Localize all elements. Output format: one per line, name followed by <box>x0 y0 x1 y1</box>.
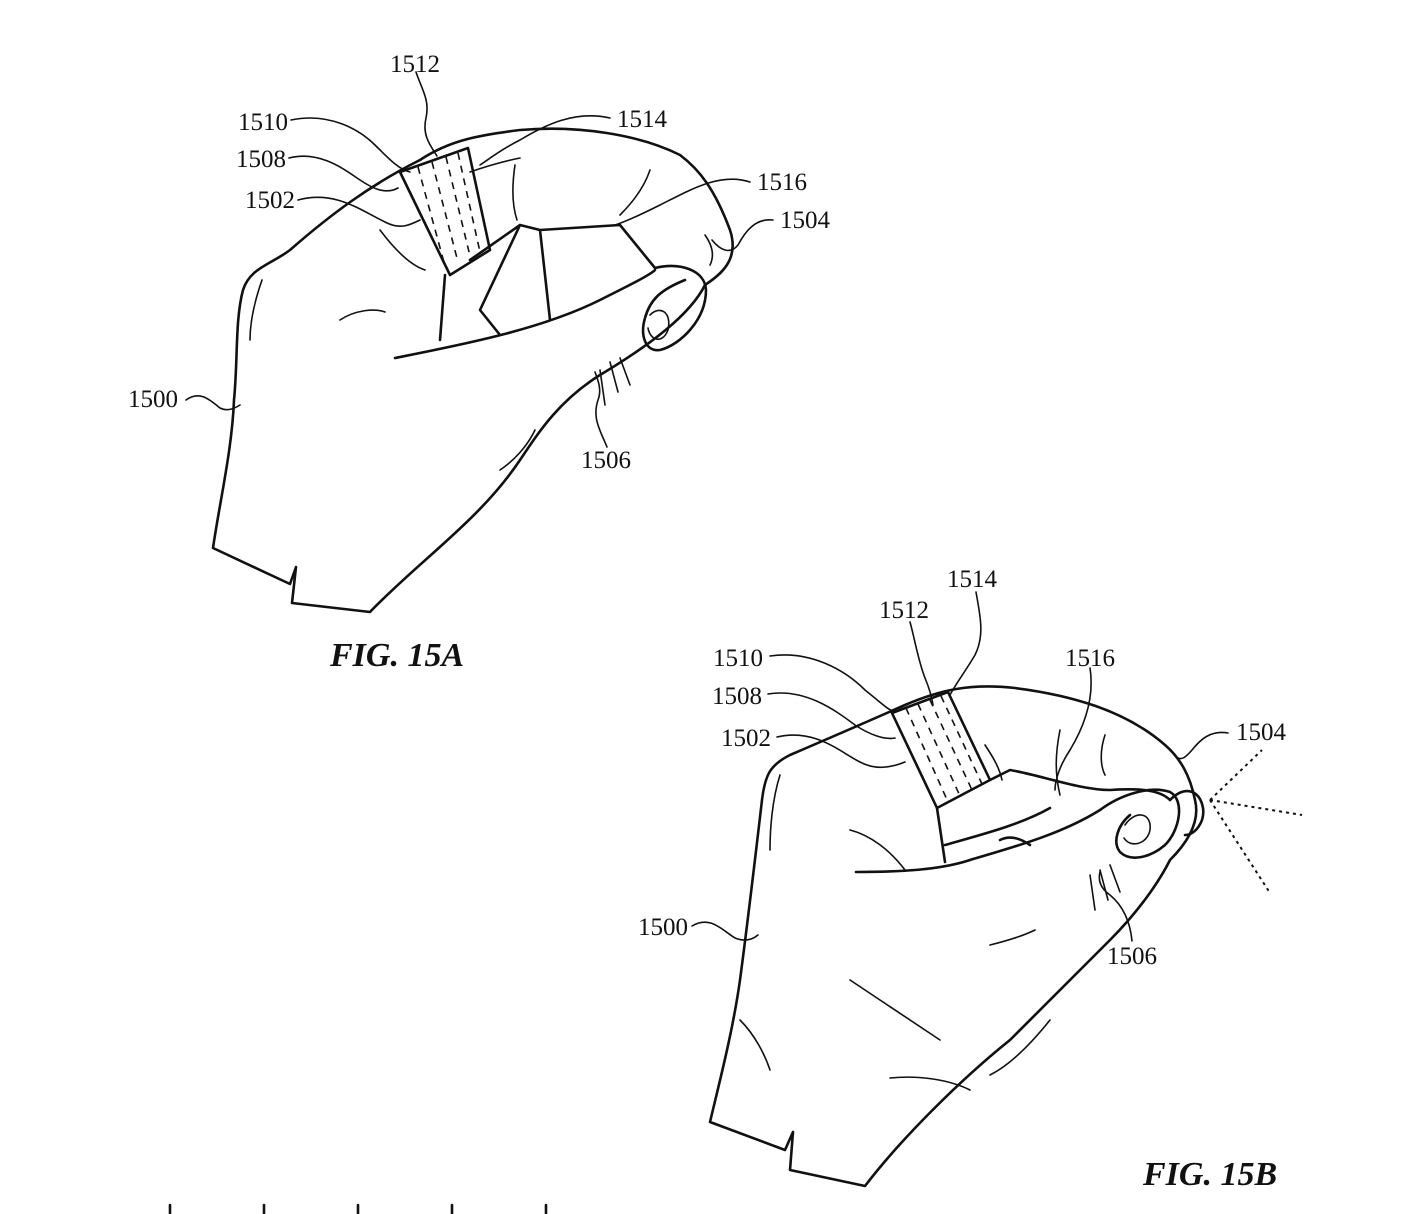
figure-15a: 1512 1510 1508 1502 1514 1516 1504 1500 … <box>128 51 831 674</box>
finger-fold-15a <box>438 223 657 342</box>
label-1510-15b: 1510 <box>713 645 763 672</box>
label-1512-15a: 1512 <box>390 51 440 78</box>
caption-fig-15a: FIG. 15A <box>329 637 464 674</box>
thumb-15a <box>641 264 708 352</box>
label-1504-15a: 1504 <box>780 207 831 234</box>
palm-line-15b <box>854 808 1102 874</box>
finger-fold-15b <box>935 768 1172 864</box>
hand-outline-15a <box>211 127 734 614</box>
label-1500-15a: 1500 <box>128 386 178 413</box>
ring-band-15a <box>398 146 492 277</box>
hand-outline-15b <box>708 685 1198 1188</box>
wrinkles-15a <box>249 157 714 471</box>
label-1510-15a: 1510 <box>238 109 288 136</box>
thumbnail-15a <box>647 309 670 340</box>
label-1516-15b: 1516 <box>1065 645 1115 672</box>
label-1508-15a: 1508 <box>236 146 286 173</box>
label-1514-15a: 1514 <box>617 106 668 133</box>
leaders-15a <box>185 71 774 448</box>
ring-stripes-15a <box>417 152 481 267</box>
thumbnail-15b <box>1123 814 1151 845</box>
label-1506-15a: 1506 <box>581 447 631 474</box>
label-1508-15b: 1508 <box>712 683 762 710</box>
leaders-15b <box>691 591 1229 942</box>
label-1514-15b: 1514 <box>947 566 998 593</box>
wrinkles-15b <box>739 729 1121 1091</box>
label-1502-15b: 1502 <box>721 725 771 752</box>
palm-line-15a <box>393 268 657 360</box>
label-1500-15b: 1500 <box>638 914 688 941</box>
thumb-15b <box>1098 788 1205 859</box>
ring-stripes-15b <box>905 695 983 803</box>
label-1506-15b: 1506 <box>1107 943 1157 970</box>
label-1512-15b: 1512 <box>879 597 929 624</box>
caption-fig-15b: FIG. 15B <box>1142 1156 1277 1193</box>
tap-lines-15b <box>1209 749 1303 894</box>
label-1516-15a: 1516 <box>757 169 807 196</box>
figure-15b: 1514 1512 1510 1508 1502 1516 1504 1500 … <box>638 566 1303 1193</box>
bottom-edge-ticks <box>168 1203 548 1214</box>
label-1504-15b: 1504 <box>1236 719 1287 746</box>
label-1502-15a: 1502 <box>245 187 295 214</box>
